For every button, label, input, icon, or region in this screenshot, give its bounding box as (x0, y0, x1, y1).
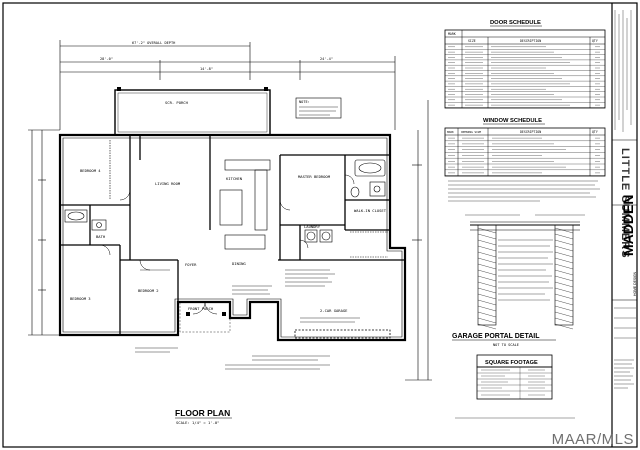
portal-hatch-line (477, 305, 497, 312)
room-label: LIVING ROOM (155, 181, 181, 186)
plan-note: NOTE: (295, 97, 342, 119)
door-col-qty: QTY (592, 39, 598, 43)
left-dimensions (28, 129, 60, 336)
door-schedule: DOOR SCHEDULE MARK SIZE DESCRIPTION QTY (444, 20, 606, 109)
brand-sub: HOME DESIGN (633, 271, 637, 296)
note-header: NOTE: (299, 100, 310, 104)
mls-watermark: MAAR/MLS (551, 431, 634, 448)
garage-portal-detail: GARAGE PORTAL DETAIL NOT TO SCALE (452, 214, 585, 347)
portal-hatch-line (477, 299, 497, 306)
room-label: BEDROOM 2 (138, 288, 159, 293)
window-schedule-title: WINDOW SCHEDULE (483, 118, 542, 124)
portal-hatch-line (477, 251, 497, 258)
door-col-description: DESCRIPTION (520, 39, 541, 43)
door-swings (99, 174, 355, 315)
brand-logo: MADDEN (620, 195, 636, 256)
door-col-size: SIZE (468, 39, 476, 43)
portal-hatch-line (554, 305, 574, 312)
plan-name: LITTLE SUMMERS (619, 148, 631, 259)
window-col-mark: MARK (447, 130, 454, 134)
portal-hatch-line (477, 269, 497, 276)
room-label: WALK-IN CLOSET (354, 208, 387, 213)
portal-hatch-line (554, 293, 574, 300)
door-schedule-title: DOOR SCHEDULE (490, 20, 541, 26)
portal-hatch-line (554, 233, 574, 240)
top-dimensions (59, 40, 396, 130)
room-label: FRONT PORCH (188, 306, 214, 311)
portal-hatch-line (554, 251, 574, 258)
floor-plan-title-group: FLOOR PLAN SCALE: 1/4" = 1'-0" (175, 408, 232, 425)
portal-hatch-line (554, 317, 574, 324)
interior-walls (60, 135, 405, 335)
door-rows (445, 46, 605, 108)
floor-plan-scale: SCALE: 1/4" = 1'-0" (176, 420, 219, 425)
room-label: SCR. PORCH (165, 100, 189, 105)
window-col-description: DESCRIPTION (520, 130, 541, 134)
portal-hatch-line (477, 311, 497, 318)
room-label: DINING (232, 261, 246, 266)
front-porch-outline (179, 301, 231, 333)
house-outline (58, 133, 407, 342)
portal-hatch-line (477, 317, 497, 324)
portal-hatch-line (554, 263, 574, 270)
room-label: KITCHEN (226, 176, 243, 181)
portal-hatch-line (477, 281, 497, 288)
window-rows (445, 137, 605, 176)
portal-hatch-line (477, 245, 497, 252)
portal-hatch-line (554, 227, 574, 234)
portal-hatch-line (477, 227, 497, 234)
portal-hatch-line (554, 281, 574, 288)
svg-text:24'-4": 24'-4" (320, 57, 333, 61)
window-col-size: OPENING SIZE (461, 130, 482, 134)
portal-hatch-line (477, 287, 497, 294)
room-label: 2-CAR GARAGE (320, 308, 348, 313)
room-labels: SCR. PORCH BEDROOM 4 LIVING ROOM MASTER … (70, 100, 387, 313)
porch-columns (117, 87, 268, 316)
svg-text:28'-0": 28'-0" (100, 57, 113, 61)
right-dimensions (405, 100, 432, 381)
portal-hatch-line (477, 275, 497, 282)
portal-hatch-line (554, 287, 574, 294)
portal-hatch-line (554, 269, 574, 276)
room-label: FOYER (185, 262, 197, 267)
portal-hatch-line (477, 323, 497, 330)
window-col-qty: QTY (592, 130, 598, 134)
portal-hatch-line (477, 263, 497, 270)
garage-portal-subtitle: NOT TO SCALE (493, 343, 519, 347)
room-label: BATH (96, 234, 106, 239)
room-label: BEDROOM 4 (80, 168, 101, 173)
screen-porch (114, 89, 271, 136)
window-schedule: WINDOW SCHEDULE MARK OPENING SIZE DESCRI… (444, 118, 606, 202)
door-col-mark: MARK (448, 32, 456, 36)
portal-hatch-line (554, 275, 574, 282)
portal-hatch-line (554, 299, 574, 306)
portal-hatch-line (477, 257, 497, 264)
portal-hatch-line (554, 323, 574, 330)
portal-hatch-line (477, 239, 497, 246)
fixtures (64, 140, 388, 258)
square-footage-title: SQUARE FOOTAGE (485, 360, 538, 366)
garage-portal-title: GARAGE PORTAL DETAIL (452, 333, 540, 340)
svg-text:67'-2" OVERALL DEPTH: 67'-2" OVERALL DEPTH (132, 41, 175, 45)
room-label: LAUNDRY (304, 224, 321, 229)
plan-fine-print (135, 269, 360, 370)
svg-text:14'-8": 14'-8" (200, 67, 213, 71)
portal-hatch-line (477, 293, 497, 300)
portal-hatch-line (554, 245, 574, 252)
room-label: BEDROOM 3 (70, 296, 91, 301)
square-footage-table: SQUARE FOOTAGE (455, 354, 575, 419)
portal-hatch-line (554, 257, 574, 264)
room-label: MASTER BEDROOM (298, 174, 331, 179)
portal-hatch-line (554, 239, 574, 246)
floor-plan-title: FLOOR PLAN (175, 408, 230, 418)
title-block: LITTLE SUMMERS MADDEN HOME DESIGN (611, 3, 637, 447)
portal-hatch-line (477, 233, 497, 240)
portal-hatch (477, 227, 574, 330)
garage-door (294, 329, 391, 339)
portal-hatch-line (554, 311, 574, 318)
